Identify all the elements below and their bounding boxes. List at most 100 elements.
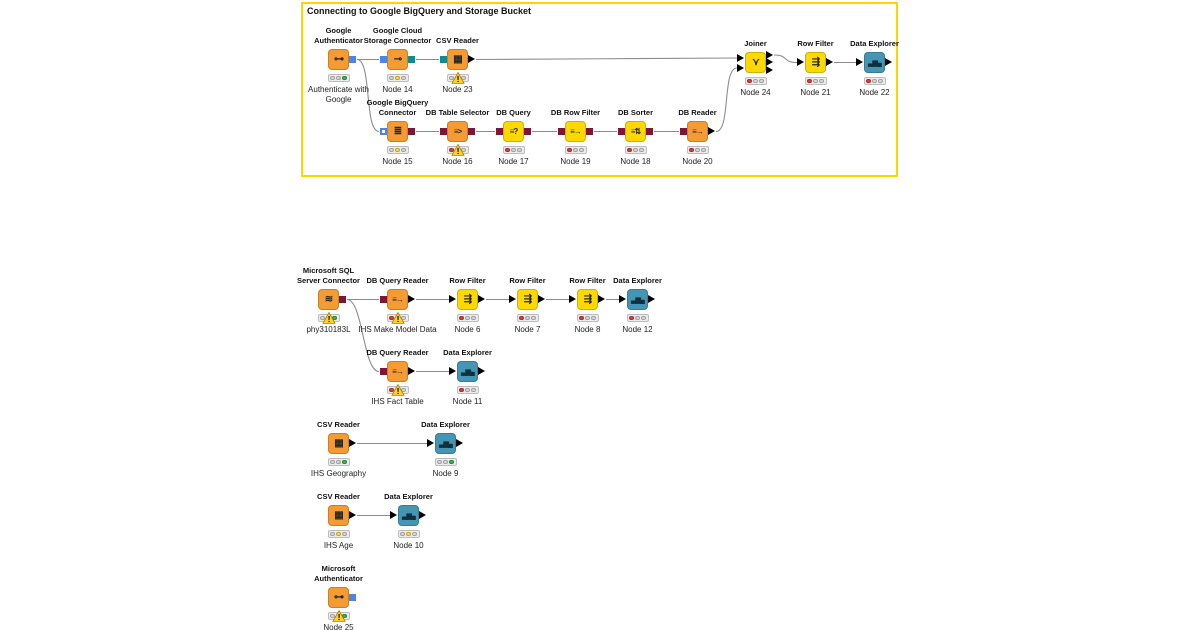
workflow-node-mssql-connector[interactable]: ≋ — [318, 289, 346, 310]
out-port-data[interactable] — [766, 65, 773, 74]
node-label[interactable]: phy310183L — [306, 325, 351, 334]
out-port-data[interactable] — [408, 367, 415, 375]
workflow-node-row-filter-8[interactable]: ⇶ — [569, 289, 605, 310]
out-port-auth[interactable] — [349, 594, 356, 601]
node-label[interactable]: Node 25 — [323, 623, 354, 630]
node-label[interactable]: Node 16 — [442, 157, 473, 166]
workflow-node-db-sorter-18[interactable]: ≡⇅ — [618, 121, 653, 142]
in-port-db[interactable] — [440, 128, 447, 135]
out-port-data[interactable] — [408, 295, 415, 303]
workflow-node-ms-authenticator[interactable]: ⊶ — [328, 587, 356, 608]
workflow-node-db-query-reader-fact[interactable]: ≡→ — [380, 361, 415, 382]
in-port-data[interactable] — [737, 63, 744, 72]
connection-edge[interactable] — [715, 67, 738, 133]
in-port-data[interactable] — [509, 295, 516, 303]
in-port-auth[interactable] — [380, 56, 387, 63]
out-port-data[interactable] — [468, 55, 475, 63]
connection-edge[interactable] — [356, 58, 380, 133]
out-port-db[interactable] — [408, 128, 415, 135]
node-label[interactable]: IHS Fact Table — [371, 397, 424, 406]
node-label[interactable]: Node 7 — [514, 325, 541, 334]
in-port-db[interactable] — [380, 296, 387, 303]
out-port-data[interactable] — [456, 439, 463, 447]
out-port-data[interactable] — [598, 295, 605, 303]
workflow-node-data-explorer-11[interactable]: ▃▆▄ — [449, 361, 485, 382]
node-label[interactable]: Node 6 — [454, 325, 481, 334]
in-port-data[interactable] — [427, 439, 434, 447]
out-port-data[interactable] — [349, 511, 356, 519]
workflow-node-db-reader-20[interactable]: ≡→ — [680, 121, 715, 142]
in-port-db[interactable] — [680, 128, 687, 135]
node-label[interactable]: Node 22 — [859, 88, 890, 97]
out-port-data[interactable] — [648, 295, 655, 303]
in-port-data[interactable] — [449, 367, 456, 375]
in-port-db[interactable] — [558, 128, 565, 135]
in-port-data[interactable] — [449, 295, 456, 303]
out-port-data[interactable] — [478, 295, 485, 303]
in-port-data[interactable] — [390, 511, 397, 519]
node-label[interactable]: Node 20 — [682, 157, 713, 166]
out-port-db[interactable] — [586, 128, 593, 135]
node-label[interactable]: Node 21 — [800, 88, 831, 97]
node-label[interactable]: Node 17 — [498, 157, 529, 166]
node-label[interactable]: Node 19 — [560, 157, 591, 166]
workflow-node-db-row-filter-19[interactable]: ≡→ — [558, 121, 593, 142]
workflow-node-auth-google[interactable]: ⊶ — [328, 49, 356, 70]
out-port-data[interactable] — [708, 127, 715, 135]
out-port-data[interactable] — [419, 511, 426, 519]
node-label[interactable]: Node 18 — [620, 157, 651, 166]
workflow-node-data-explorer-12[interactable]: ▃▆▄ — [619, 289, 655, 310]
node-label[interactable]: IHS Geography — [310, 469, 367, 478]
workflow-node-csv-reader-23[interactable]: ▦ — [440, 49, 475, 70]
in-port-fs[interactable] — [440, 56, 447, 63]
in-port-data[interactable] — [619, 295, 626, 303]
workflow-node-data-explorer-9[interactable]: ▃▆▄ — [427, 433, 463, 454]
node-label[interactable]: IHS Age — [323, 541, 354, 550]
in-port-db[interactable] — [380, 368, 387, 375]
workflow-node-row-filter-6[interactable]: ⇶ — [449, 289, 485, 310]
out-port-fs[interactable] — [408, 56, 415, 63]
out-port-data[interactable] — [766, 58, 773, 66]
in-port-data[interactable] — [737, 53, 744, 62]
out-port-db[interactable] — [646, 128, 653, 135]
in-port-auth-opt[interactable] — [380, 128, 387, 135]
workflow-node-csv-reader-age[interactable]: ▦ — [328, 505, 356, 526]
workflow-node-db-query-17[interactable]: ≡? — [496, 121, 531, 142]
node-label[interactable]: Node 23 — [442, 85, 473, 94]
in-port-db[interactable] — [496, 128, 503, 135]
connection-edge[interactable] — [773, 54, 798, 64]
node-label[interactable]: Node 8 — [574, 325, 601, 334]
workflow-node-db-query-reader-make-model[interactable]: ≡→ — [380, 289, 415, 310]
out-port-data[interactable] — [766, 50, 773, 59]
out-port-data[interactable] — [478, 367, 485, 375]
workflow-node-row-filter-7[interactable]: ⇶ — [509, 289, 545, 310]
out-port-data[interactable] — [826, 58, 833, 66]
out-port-db[interactable] — [468, 128, 475, 135]
out-port-db[interactable] — [339, 296, 346, 303]
node-label[interactable]: Node 11 — [452, 397, 483, 406]
in-port-data[interactable] — [856, 58, 863, 66]
workflow-node-row-filter-21[interactable]: ⇶ — [797, 52, 833, 73]
node-label[interactable]: Node 10 — [393, 541, 424, 550]
out-port-data[interactable] — [885, 58, 892, 66]
node-label[interactable]: Node 12 — [622, 325, 653, 334]
out-port-data[interactable] — [349, 439, 356, 447]
out-port-data[interactable] — [538, 295, 545, 303]
in-port-data[interactable] — [569, 295, 576, 303]
workflow-node-joiner-24[interactable]: ⋎ — [737, 50, 773, 74]
workflow-node-data-explorer-22[interactable]: ▃▆▄ — [856, 52, 892, 73]
out-port-auth[interactable] — [349, 56, 356, 63]
node-label[interactable]: Node 24 — [740, 88, 771, 97]
connection-edge[interactable] — [475, 57, 738, 61]
workflow-node-bigquery-connector[interactable]: ≣ — [380, 121, 415, 142]
node-label[interactable]: IHS Make Model Data — [358, 325, 437, 334]
out-port-db[interactable] — [524, 128, 531, 135]
node-label[interactable]: Node 14 — [382, 85, 413, 94]
workflow-node-db-table-selector-16[interactable]: ≡> — [440, 121, 475, 142]
workflow-node-data-explorer-10[interactable]: ▃▆▄ — [390, 505, 426, 526]
in-port-data[interactable] — [797, 58, 804, 66]
in-port-db[interactable] — [618, 128, 625, 135]
node-label[interactable]: Node 9 — [432, 469, 459, 478]
